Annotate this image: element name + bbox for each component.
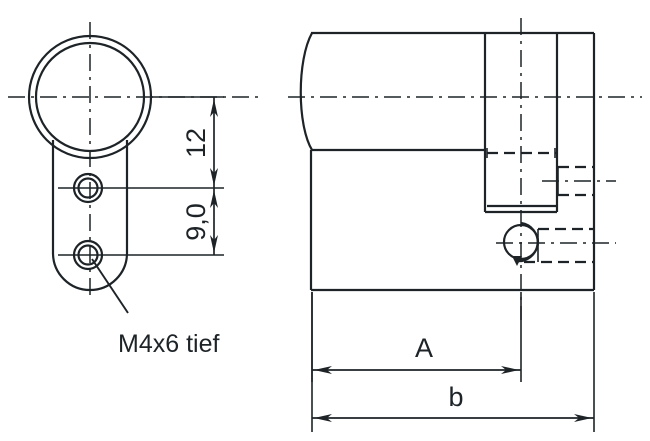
dim-12-arrow-bottom (210, 168, 218, 186)
dim-b-arrow-left (314, 414, 332, 422)
dim-9-0-arrow-bottom (210, 235, 218, 253)
dim-b-arrow-right (574, 414, 592, 422)
dimension-a: A (311, 292, 522, 382)
dimension-9-0: 9,0 (181, 188, 218, 255)
note-m4-label: M4x6 tief (118, 330, 219, 358)
dim-12-label: 12 (181, 128, 211, 158)
dimension-12: 12 (181, 97, 218, 188)
side-view-bolt-hole-tick (512, 256, 522, 266)
side-view-group: A b (288, 18, 642, 432)
dim-b-label: b (448, 382, 463, 412)
front-view-group: 12 9,0 M4x6 tief (8, 22, 262, 358)
side-view-bolt-hole-wrap-arc (515, 221, 539, 263)
dim-a-arrow-right (501, 366, 519, 374)
note-leader-line (91, 258, 129, 314)
dim-12-arrow-top (210, 99, 218, 117)
dim-a-label: A (415, 333, 433, 363)
dim-9-0-label: 9,0 (181, 203, 211, 241)
side-view-left-dome-arc (299, 32, 313, 151)
dim-9-0-arrow-top (210, 190, 218, 208)
dimension-b: b (311, 292, 595, 432)
dim-a-arrow-left (314, 366, 332, 374)
